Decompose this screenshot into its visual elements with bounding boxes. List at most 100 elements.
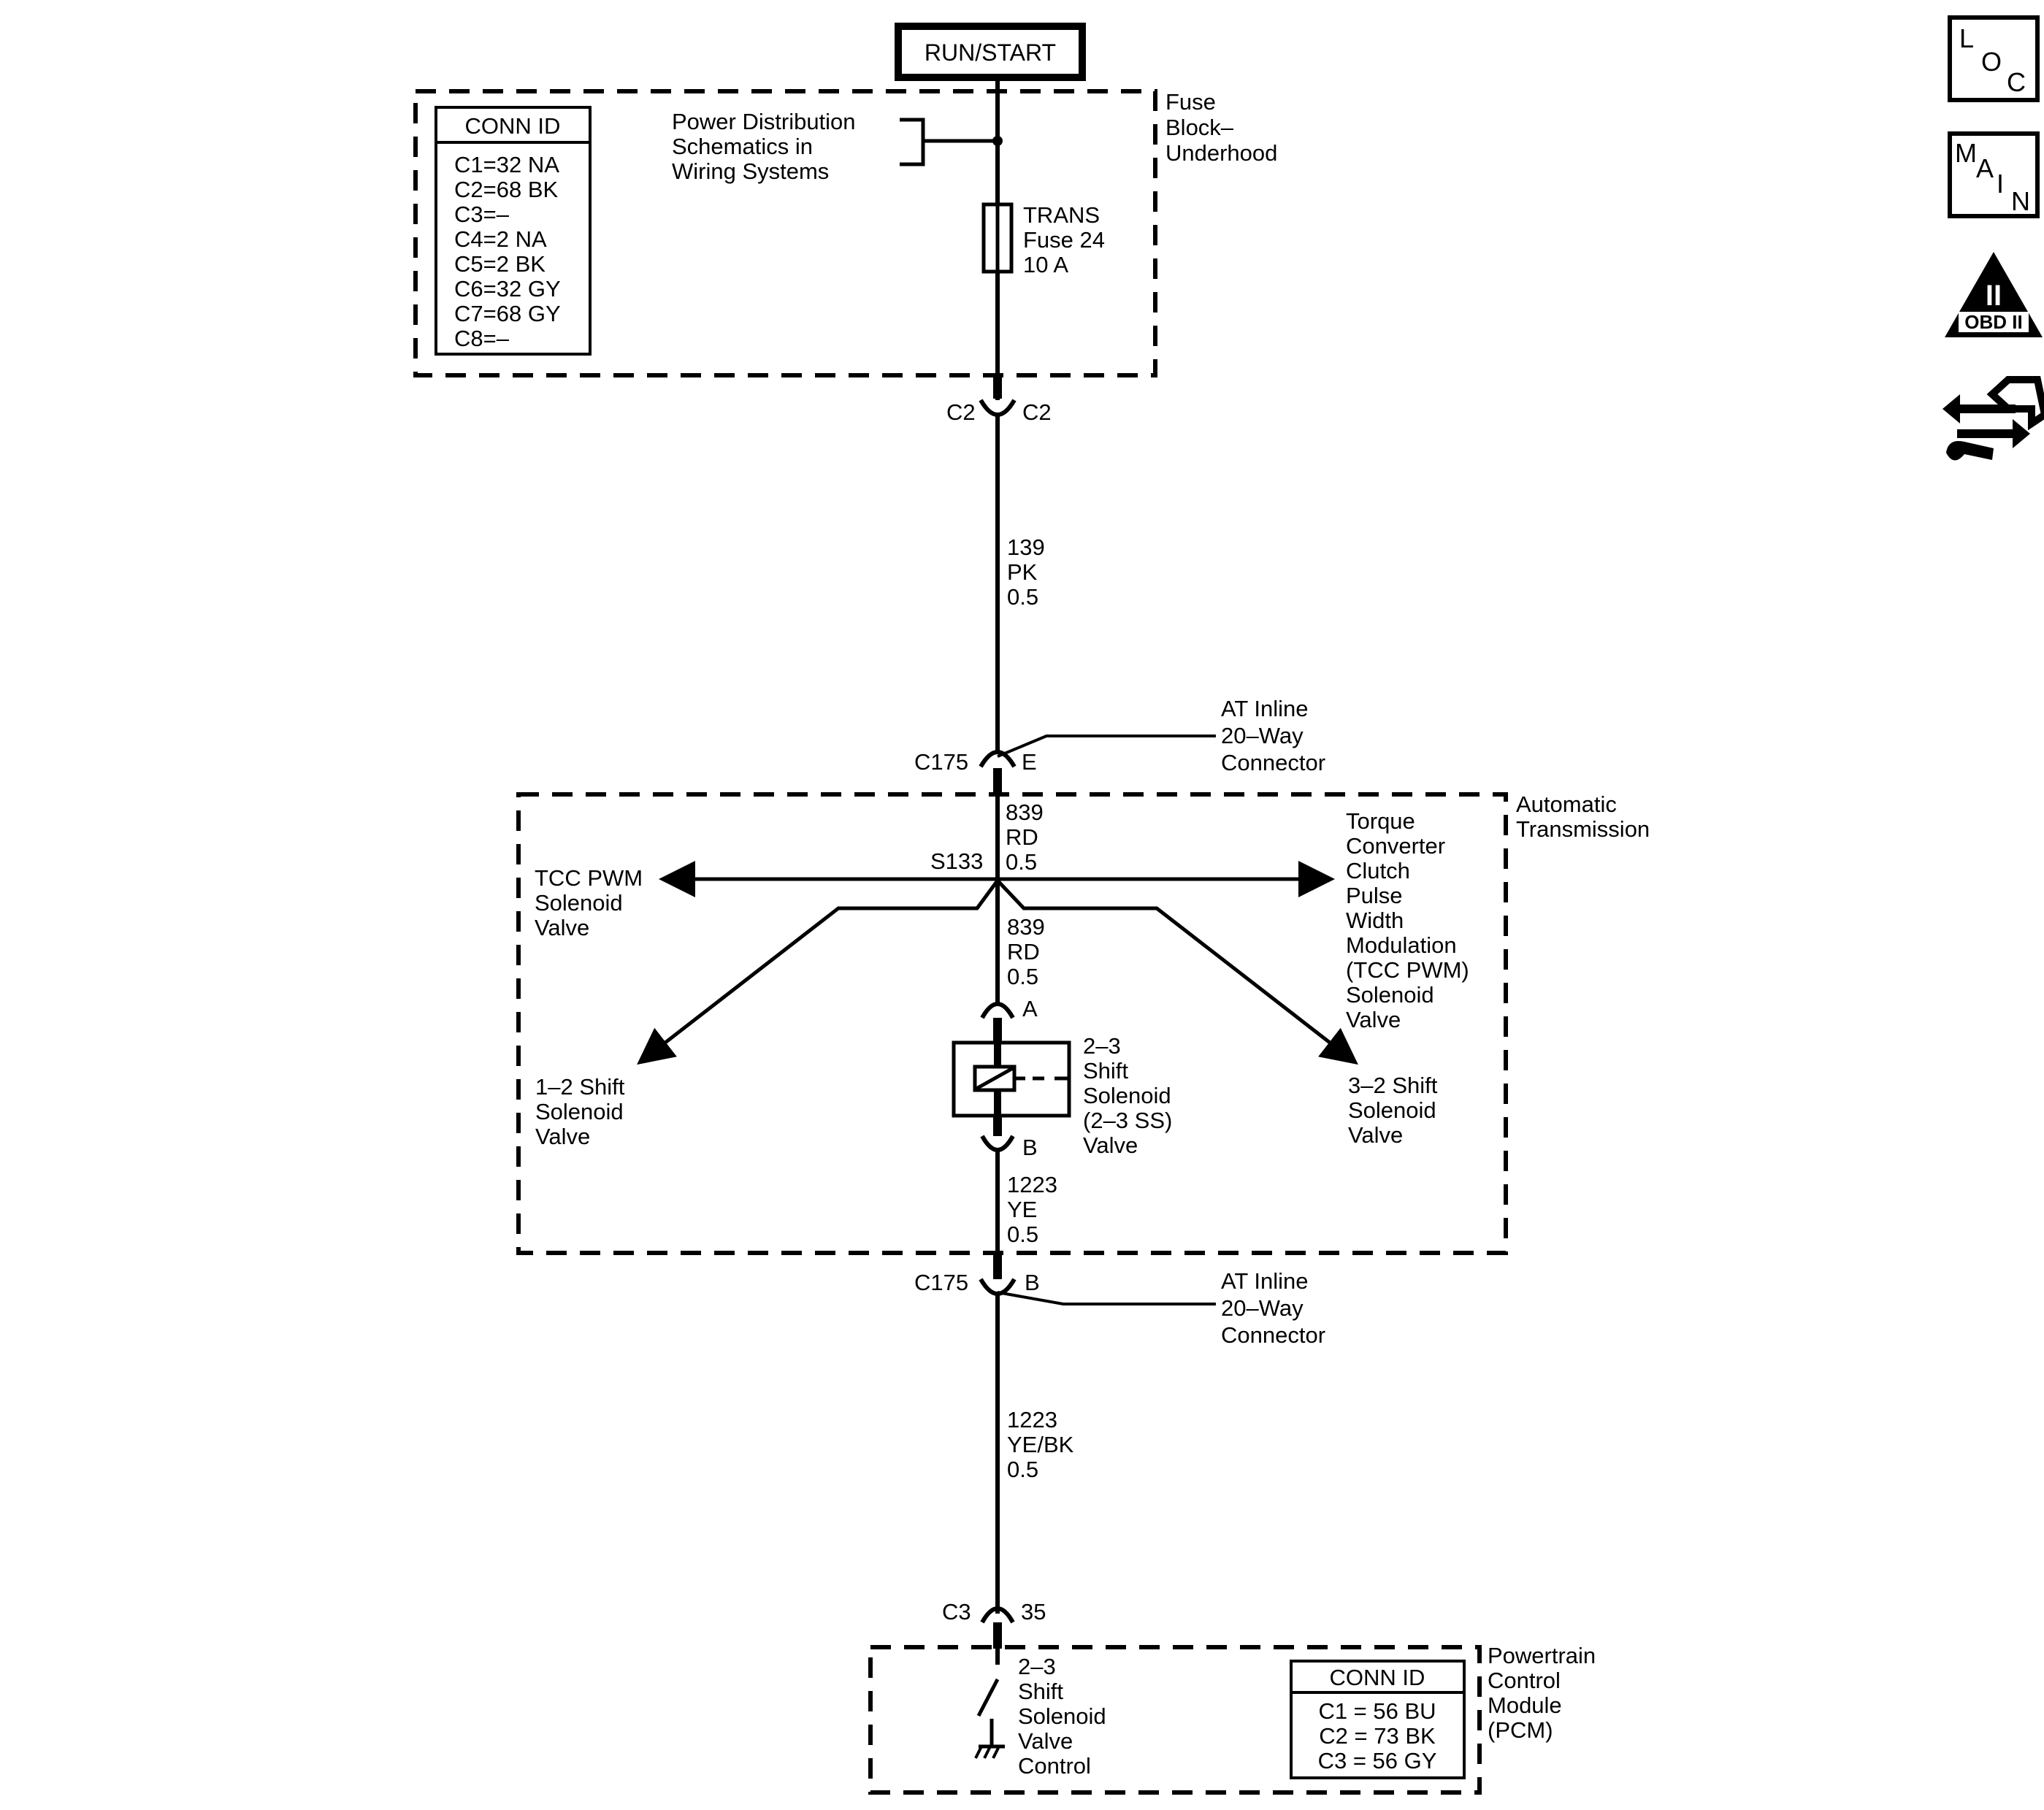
- svg-text:839: 839: [1006, 799, 1044, 825]
- svg-text:Clutch: Clutch: [1346, 858, 1410, 883]
- svg-text:Fuse: Fuse: [1165, 89, 1216, 115]
- svg-text:TRANS: TRANS: [1023, 202, 1100, 228]
- svg-text:Solenoid: Solenoid: [1348, 1097, 1436, 1123]
- svg-text:Connector: Connector: [1221, 1322, 1325, 1348]
- svg-text:C1 = 56 BU: C1 = 56 BU: [1318, 1698, 1436, 1724]
- main-icon[interactable]: M A I N: [1948, 131, 2040, 218]
- tcc-pwm-left-label: TCC PWM Solenoid Valve: [535, 865, 643, 940]
- svg-text:L: L: [1959, 23, 1974, 53]
- svg-text:2–3: 2–3: [1018, 1654, 1056, 1679]
- power-distribution-reference: Power Distribution Schematics in Wiring …: [672, 109, 1003, 184]
- svg-text:Underhood: Underhood: [1165, 140, 1277, 166]
- svg-text:OBD II: OBD II: [1964, 311, 2022, 333]
- connector-c2: C2 C2: [946, 374, 1052, 425]
- automatic-transmission-name: Automatic Transmission: [1516, 791, 1650, 842]
- svg-text:Control: Control: [1488, 1668, 1561, 1693]
- solenoid-pin-a: A: [980, 996, 1038, 1043]
- svg-text:Module: Module: [1488, 1692, 1562, 1718]
- svg-text:Solenoid: Solenoid: [535, 1099, 624, 1124]
- svg-text:Control: Control: [1018, 1753, 1091, 1779]
- svg-text:PK: PK: [1007, 559, 1038, 585]
- svg-text:A: A: [1976, 153, 1994, 183]
- svg-text:RD: RD: [1006, 824, 1038, 850]
- svg-text:C5=2 BK: C5=2 BK: [454, 251, 546, 277]
- wire-1223-inner-label: 1223 YE 0.5: [1007, 1172, 1057, 1247]
- run-start-label: RUN/START: [925, 39, 1056, 66]
- diagnostic-arrows-icon[interactable]: [1942, 376, 2044, 461]
- svg-text:C2: C2: [1022, 399, 1052, 425]
- wire-1223-outer-label: 1223 YE/BK 0.5: [1007, 1407, 1074, 1482]
- svg-text:Valve: Valve: [535, 1124, 590, 1149]
- wire-839-top-label: 839 RD 0.5: [1006, 799, 1044, 875]
- svg-text:2–3: 2–3: [1083, 1033, 1121, 1059]
- wire-139-label: 139 PK 0.5: [1007, 534, 1045, 610]
- splice-s133: S133: [637, 848, 1358, 1065]
- svg-text:II: II: [1986, 280, 2002, 312]
- shift-32-label: 3–2 Shift Solenoid Valve: [1348, 1073, 1438, 1148]
- svg-text:AT Inline: AT Inline: [1221, 1268, 1308, 1294]
- svg-text:0.5: 0.5: [1007, 1457, 1038, 1482]
- svg-text:C2=68 BK: C2=68 BK: [454, 177, 559, 202]
- svg-text:RD: RD: [1007, 939, 1040, 965]
- svg-text:35: 35: [1021, 1599, 1046, 1625]
- svg-text:C175: C175: [914, 1270, 968, 1295]
- svg-text:20–Way: 20–Way: [1221, 723, 1304, 748]
- svg-text:Solenoid: Solenoid: [535, 890, 623, 916]
- svg-text:Solenoid: Solenoid: [1346, 982, 1434, 1008]
- svg-text:10 A: 10 A: [1023, 252, 1068, 277]
- svg-text:Valve: Valve: [1083, 1132, 1138, 1158]
- svg-text:1–2 Shift: 1–2 Shift: [535, 1074, 625, 1100]
- connector-c3: C3 35: [942, 1599, 1046, 1649]
- run-start-box: RUN/START: [895, 23, 1086, 81]
- automatic-transmission-border: [516, 792, 1508, 1255]
- pcm-low-side-switch: [974, 1647, 1005, 1759]
- svg-text:M: M: [1955, 138, 1977, 168]
- svg-text:0.5: 0.5: [1006, 849, 1037, 875]
- connector-c175-top: C175 E AT Inline 20–Way Connector: [914, 696, 1325, 794]
- obd-ii-icon[interactable]: II OBD II: [1945, 252, 2043, 337]
- svg-text:Converter: Converter: [1346, 833, 1445, 859]
- svg-text:Solenoid: Solenoid: [1083, 1083, 1171, 1108]
- svg-text:Schematics in: Schematics in: [672, 134, 813, 159]
- svg-text:Valve: Valve: [1346, 1007, 1401, 1032]
- svg-text:Solenoid: Solenoid: [1018, 1703, 1106, 1729]
- tcc-pwm-right-label: Torque Converter Clutch Pulse Width Modu…: [1346, 808, 1469, 1032]
- svg-text:A: A: [1022, 996, 1038, 1021]
- svg-text:O: O: [1981, 47, 2002, 77]
- svg-text:B: B: [1025, 1270, 1040, 1295]
- svg-text:839: 839: [1007, 914, 1045, 940]
- svg-text:Powertrain: Powertrain: [1488, 1643, 1596, 1668]
- pcm-conn-id-table: CONN ID C1 = 56 BU C2 = 73 BK C3 = 56 GY: [1290, 1660, 1466, 1779]
- fuse-block-conn-id-table: CONN ID C1=32 NA C2=68 BK C3=– C4=2 NA C…: [435, 106, 592, 356]
- loc-icon[interactable]: L O C: [1948, 15, 2040, 102]
- connector-c175-bottom: C175 B AT Inline 20–Way Connector: [914, 1253, 1325, 1348]
- svg-text:C3 = 56 GY: C3 = 56 GY: [1318, 1748, 1437, 1773]
- svg-text:0.5: 0.5: [1007, 1222, 1038, 1247]
- svg-text:Connector: Connector: [1221, 750, 1325, 775]
- fuse-block-name: Fuse Block– Underhood: [1165, 89, 1277, 166]
- svg-text:Shift: Shift: [1018, 1679, 1063, 1704]
- pcm-name: Powertrain Control Module (PCM): [1488, 1643, 1596, 1743]
- svg-text:C2: C2: [946, 399, 976, 425]
- svg-text:0.5: 0.5: [1007, 584, 1038, 610]
- svg-text:C8=–: C8=–: [454, 326, 510, 351]
- svg-text:S133: S133: [930, 848, 983, 874]
- svg-text:TCC PWM: TCC PWM: [535, 865, 643, 891]
- fuse-block-border: [413, 89, 1157, 377]
- svg-text:Transmission: Transmission: [1516, 816, 1650, 842]
- svg-text:Wiring Systems: Wiring Systems: [672, 158, 829, 184]
- svg-text:139: 139: [1007, 534, 1045, 560]
- svg-text:Width: Width: [1346, 908, 1404, 933]
- pcm-control-label: 2–3 Shift Solenoid Valve Control: [1018, 1654, 1106, 1779]
- wire-839-bottom-label: 839 RD 0.5: [1007, 914, 1045, 989]
- svg-text:0.5: 0.5: [1007, 964, 1038, 989]
- svg-text:3–2 Shift: 3–2 Shift: [1348, 1073, 1438, 1098]
- svg-text:I: I: [1997, 169, 2004, 199]
- svg-text:Valve: Valve: [1018, 1728, 1073, 1754]
- svg-text:1223: 1223: [1007, 1407, 1057, 1433]
- svg-text:C3=–: C3=–: [454, 202, 510, 227]
- svg-text:1223: 1223: [1007, 1172, 1057, 1197]
- svg-text:C4=2 NA: C4=2 NA: [454, 226, 547, 252]
- solenoid-23-shift: 2–3 Shift Solenoid (2–3 SS) Valve: [952, 1033, 1172, 1158]
